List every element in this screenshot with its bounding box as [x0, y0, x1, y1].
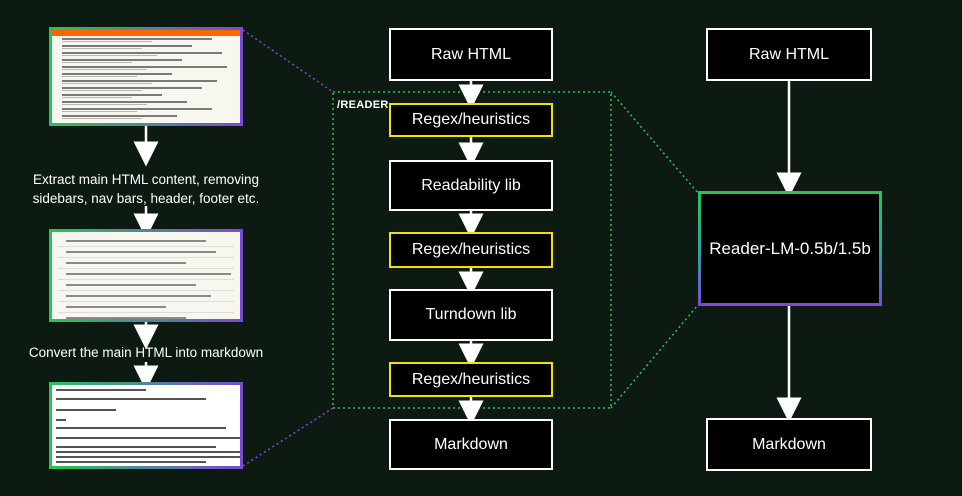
dotted-connector-right-top [610, 91, 699, 194]
turndown-lib-node: Turndown lib [389, 289, 553, 341]
main-content-thumbnail [49, 229, 243, 322]
dotted-connector-top [242, 29, 334, 93]
regex-heuristics-node-1: Regex/heuristics [389, 103, 553, 137]
reader-group-label: /READER [337, 99, 389, 111]
raw-html-node: Raw HTML [389, 28, 553, 81]
markdown-node-right: Markdown [706, 418, 872, 471]
markdown-output-thumbnail [49, 382, 243, 469]
caption-extract: Extract main HTML content, removing side… [32, 172, 260, 206]
dotted-connector-right-bottom [610, 304, 699, 409]
regex-heuristics-node-3: Regex/heuristics [389, 362, 553, 397]
reader-group-box [332, 91, 612, 409]
markdown-node: Markdown [389, 419, 553, 470]
dotted-connector-bottom [242, 407, 334, 467]
raw-html-node-right: Raw HTML [706, 28, 872, 81]
readability-lib-node: Readability lib [389, 160, 553, 211]
hacker-news-page-thumbnail [49, 27, 243, 126]
regex-heuristics-node-2: Regex/heuristics [389, 232, 553, 268]
caption-convert: Convert the main HTML into markdown [28, 345, 264, 360]
reader-lm-node: Reader-LM-0.5b/1.5b [698, 191, 882, 306]
